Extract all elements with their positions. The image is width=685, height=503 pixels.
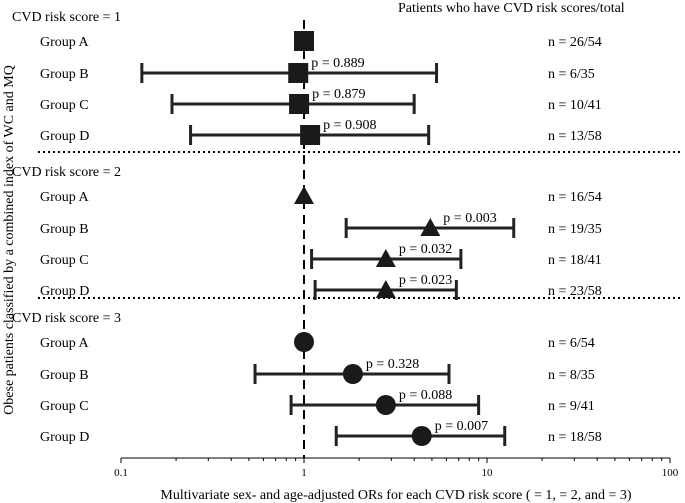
count-label: n = 9/41	[548, 399, 595, 414]
x-tick-label: 10	[482, 467, 494, 479]
p-value-label: p = 0.879	[312, 87, 365, 102]
or-point-square	[288, 63, 309, 83]
group-label: Group C	[40, 399, 89, 414]
group-label: Group C	[40, 253, 89, 268]
count-label: n = 10/41	[548, 98, 602, 113]
x-tick-label: 1	[301, 467, 307, 479]
count-label: n = 23/58	[548, 284, 602, 299]
plot-area: 0.1 1 10 100 CVD risk score = 1 Group A n = 26…	[12, 10, 680, 479]
panel-title: CVD risk score = 2	[12, 165, 121, 180]
count-label: n = 13/58	[548, 129, 602, 144]
or-point-square	[300, 125, 321, 145]
group-label: Group B	[40, 368, 89, 383]
or-point-circle	[294, 332, 314, 352]
p-value-label: p = 0.023	[399, 273, 452, 288]
group-label: Group A	[40, 35, 90, 50]
p-value-label: p = 0.032	[399, 242, 452, 257]
x-axis-label: Multivariate sex- and age-adjusted ORs f…	[160, 488, 632, 503]
y-axis-label: Obese patients classified by a combined …	[2, 65, 17, 415]
or-point-triangle	[294, 186, 314, 204]
count-label: n = 19/35	[548, 222, 602, 237]
count-label: n = 18/41	[548, 253, 602, 268]
p-value-label: p = 0.328	[366, 357, 419, 372]
group-label: Group B	[40, 222, 89, 237]
or-point-circle	[411, 426, 432, 446]
or-point-triangle	[375, 280, 396, 298]
count-label: n = 6/35	[548, 67, 595, 82]
p-value-label: p = 0.007	[435, 419, 488, 434]
or-point-square	[289, 94, 310, 114]
x-tick-label: 100	[662, 467, 679, 479]
group-label: Group A	[40, 190, 90, 205]
group-label: Group D	[40, 284, 89, 299]
count-label: n = 16/54	[548, 190, 602, 205]
count-label: n = 6/54	[548, 336, 595, 351]
or-point-square	[294, 31, 314, 51]
count-label: n = 18/58	[548, 430, 602, 445]
group-label: Group A	[40, 336, 90, 351]
count-label: n = 26/54	[548, 35, 602, 50]
panel-title: CVD risk score = 1	[12, 10, 121, 25]
or-point-circle	[375, 395, 396, 415]
count-label: n = 8/35	[548, 368, 595, 383]
panel-title: CVD risk score = 3	[12, 311, 121, 326]
x-tick-label: 0.1	[114, 467, 128, 479]
p-value-label: p = 0.088	[399, 388, 452, 403]
group-label: Group B	[40, 67, 89, 82]
p-value-label: p = 0.908	[323, 118, 376, 133]
or-point-triangle	[375, 249, 396, 267]
or-point-triangle	[420, 218, 441, 236]
p-value-label: p = 0.003	[443, 211, 496, 226]
or-point-circle	[342, 364, 363, 384]
group-label: Group D	[40, 430, 89, 445]
group-label: Group C	[40, 98, 89, 113]
count-column-header: Patients who have CVD risk scores/total	[398, 1, 625, 16]
group-label: Group D	[40, 129, 89, 144]
p-value-label: p = 0.889	[311, 56, 364, 71]
